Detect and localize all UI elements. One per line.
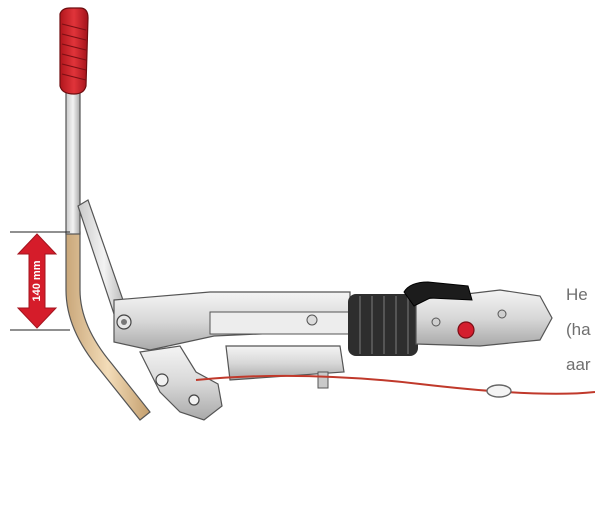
brake-bell-crank: [139, 345, 345, 421]
dimension-indicator: 140 mm: [10, 231, 70, 331]
side-text-line-2: (ha: [566, 320, 591, 339]
coupling-head: [403, 281, 553, 347]
drawbar-housing: [113, 291, 361, 351]
rubber-bellows: [348, 294, 418, 356]
breakaway-cable: [195, 374, 595, 398]
side-text-line-3: aar: [566, 355, 591, 374]
handbrake-lever: [65, 87, 151, 421]
handle-grip: [59, 7, 89, 95]
dimension-label: 140 mm: [31, 260, 43, 301]
side-text-line-1: He: [566, 285, 588, 304]
